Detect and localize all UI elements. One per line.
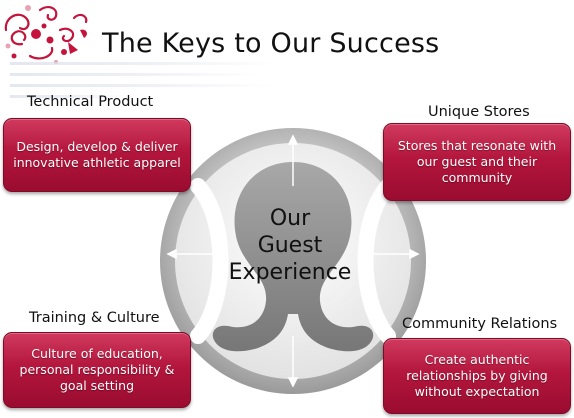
training-culture-callout: Culture of education, personal responsib… bbox=[3, 332, 191, 408]
center-line-3: Experience bbox=[228, 260, 352, 285]
training-culture-label: Training & Culture bbox=[29, 310, 160, 326]
center-line-2: Guest bbox=[257, 233, 323, 258]
center-guest-experience: Our Guest Experience bbox=[190, 205, 390, 286]
center-line-1: Our bbox=[269, 206, 311, 231]
unique-stores-callout: Stores that resonate with our guest and … bbox=[383, 123, 571, 201]
community-relations-callout: Create authentic relationships by giving… bbox=[383, 338, 571, 414]
unique-stores-text: Stores that resonate with our guest and … bbox=[397, 138, 557, 185]
slide-title: The Keys to Our Success bbox=[102, 28, 440, 59]
faint-background-lines bbox=[10, 62, 290, 122]
lululemon-omega-logo-icon bbox=[160, 128, 426, 394]
technical-product-text: Design, develop & deliver innovative ath… bbox=[13, 139, 181, 170]
technical-product-callout: Design, develop & deliver innovative ath… bbox=[3, 118, 191, 192]
technical-product-label: Technical Product bbox=[27, 94, 154, 110]
community-relations-label: Community Relations bbox=[402, 316, 558, 332]
unique-stores-label: Unique Stores bbox=[428, 104, 530, 120]
community-relations-text: Create authentic relationships by giving… bbox=[406, 352, 548, 399]
swirl-ornament-icon bbox=[4, 5, 88, 64]
training-culture-text: Culture of education, personal responsib… bbox=[19, 346, 175, 393]
